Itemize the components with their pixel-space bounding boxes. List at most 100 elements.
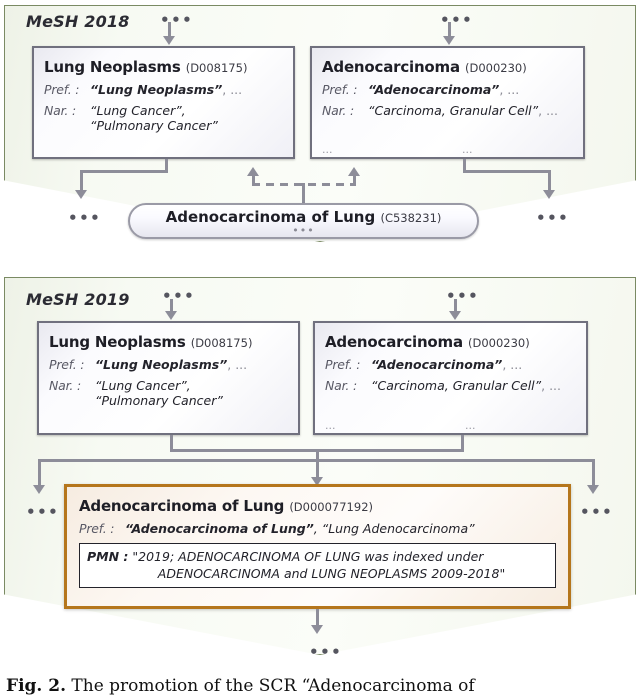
ellipsis-side-left-2018: ••• [68, 209, 102, 227]
nar-more-right: ... [462, 143, 473, 156]
pmn-line-2: ADENOCARCINOMA and LUNG NEOPLASMS 2009-2… [157, 566, 506, 581]
descriptor-heading: Adenocarcinoma (D000230) [322, 57, 573, 76]
descriptor-box-adenocarcinoma-2019[interactable]: Adenocarcinoma (D000230) Pref. : “Adenoc… [313, 321, 588, 435]
descriptor-id: (D000230) [467, 336, 530, 350]
nar-label: Nar. : [322, 103, 354, 118]
descriptor-heading: Lung Neoplasms (D008175) [49, 332, 288, 351]
pref-value-second: , “Lung Adenocarcinoma” [313, 521, 475, 536]
nar-more-left: ... [325, 419, 336, 432]
promoted-descriptor-box-adenocarcinoma-of-lung[interactable]: Adenocarcinoma of Lung (D000077192) Pref… [64, 484, 571, 609]
connector-top-left-2019 [170, 299, 173, 313]
pref-value: “Lung Neoplasms” [90, 82, 223, 97]
descriptor-box-adenocarcinoma-2018[interactable]: Adenocarcinoma (D000230) Pref. : “Adenoc… [310, 46, 585, 159]
connector-top-right-2019 [454, 299, 457, 313]
pmn-line-1: PMN : "2019; ADENOCARCINOMA OF LUNG was … [87, 549, 548, 564]
arrowhead-top-left-2019 [165, 311, 177, 320]
nar-value: “Lung Cancer”, [95, 378, 191, 393]
descriptor-term: Lung Neoplasms [44, 58, 181, 76]
pref-value: “Adenocarcinoma” [371, 357, 503, 372]
nar-more-left: ... [322, 143, 333, 156]
descriptor-id: (D008175) [190, 336, 253, 350]
pref-value: “Lung Neoplasms” [95, 357, 228, 372]
ellipsis-top-left-2019: ••• [162, 287, 196, 305]
pmn-text-1: "2019; ADENOCARCINOMA OF LUNG was indexe… [132, 549, 484, 564]
dashed-link-stub-right [353, 176, 356, 185]
connector-ln-down-2018 [165, 159, 168, 173]
scr-pill-adenocarcinoma-of-lung-2018[interactable]: Adenocarcinoma of Lung (C538231) ••• [128, 203, 479, 239]
scr-heading: Adenocarcinoma of Lung (C538231) [166, 208, 442, 226]
ellipsis-top-left-2018: ••• [160, 11, 194, 29]
dashed-link-stub-left [252, 176, 255, 185]
promoted-id: (D000077192) [289, 500, 373, 514]
ellipsis-top-right-2019: ••• [446, 287, 480, 305]
descriptor-box-lung-neoplasms-2018[interactable]: Lung Neoplasms (D008175) Pref. : “Lung N… [32, 46, 295, 159]
nar-label: Nar. : [49, 378, 81, 393]
descriptor-box-lung-neoplasms-2019[interactable]: Lung Neoplasms (D008175) Pref. : “Lung N… [37, 321, 300, 435]
pref-label: Pref. : [44, 82, 80, 97]
nar-value: “Carcinoma, Granular Cell” [371, 378, 542, 393]
ellipsis-side-right-2019: ••• [580, 503, 614, 521]
pref-label: Pref. : [325, 357, 361, 372]
descriptor-term: Adenocarcinoma [322, 58, 460, 76]
pref-continuation: , ... [222, 82, 243, 97]
connector-ad-horiz-2018 [463, 170, 551, 173]
nar-value-second: “Pulmonary Cancer” [95, 393, 223, 408]
promoted-pref-row: Pref. : “Adenocarcinoma of Lung”, “Lung … [79, 521, 556, 536]
nar-row: Nar. : “Carcinoma, Granular Cell”, ... [325, 378, 576, 393]
connector-ad-down-2019 [461, 435, 464, 451]
pmn-label: PMN : [87, 549, 129, 564]
pref-value: “Adenocarcinoma of Lung” [125, 521, 314, 536]
ellipsis-side-right-2018: ••• [536, 209, 570, 227]
pref-continuation: , ... [499, 82, 520, 97]
connector-ln-left-down-2018 [80, 170, 83, 192]
nar-value-second: “Pulmonary Cancer” [90, 118, 218, 133]
descriptor-term: Lung Neoplasms [49, 333, 186, 351]
nar-value: “Carcinoma, Granular Cell” [368, 103, 539, 118]
descriptor-heading: Lung Neoplasms (D008175) [44, 57, 283, 76]
nar-value: “Lung Cancer”, [90, 103, 186, 118]
scr-ellipsis: ••• [292, 224, 315, 237]
connector-top-left-2018 [168, 22, 171, 38]
pref-label: Pref. : [49, 357, 85, 372]
panel-title-2018: MeSH 2018 [26, 12, 130, 31]
figure-caption: Fig. 2. The promotion of the SCR “Adenoc… [6, 676, 634, 698]
descriptor-id: (D008175) [185, 61, 248, 75]
pref-label: Pref. : [322, 82, 358, 97]
panel-title-2019: MeSH 2019 [26, 290, 130, 309]
ellipsis-side-left-2019: ••• [26, 503, 60, 521]
arrowhead-top-right-2019 [449, 311, 461, 320]
nar-row: Nar. : “Carcinoma, Granular Cell”, ... [322, 103, 573, 118]
pref-row: Pref. : “Lung Neoplasms”, ... [44, 82, 283, 97]
arrowhead-up-right-2018 [348, 167, 360, 176]
connector-left-down-2019 [38, 459, 41, 487]
nar-continuation: , ... [538, 103, 558, 118]
arrowhead-top-right-2018 [443, 36, 455, 45]
arrowhead-left-2018 [75, 190, 87, 199]
descriptor-id: (D000230) [464, 61, 527, 75]
nar-continuation: , ... [541, 378, 561, 393]
nar-row: Nar. : “Lung Cancer”, [49, 378, 288, 393]
connector-promoted-down [316, 609, 319, 627]
descriptor-term: Adenocarcinoma [325, 333, 463, 351]
dashed-link-stem-2018 [302, 183, 305, 204]
nar-row: Nar. : “Lung Cancer”, [44, 103, 283, 118]
pref-label: Pref. : [79, 521, 115, 536]
arrowhead-right-2019 [587, 485, 599, 494]
nar-more-right: ... [465, 419, 476, 432]
arrowhead-center-2019 [311, 477, 323, 486]
ellipsis-bottom-2019: ••• [309, 643, 343, 661]
nar-label: Nar. : [325, 378, 357, 393]
scr-term: Adenocarcinoma of Lung [165, 208, 376, 226]
pref-row: Pref. : “Adenocarcinoma”, ... [325, 357, 576, 372]
scr-id: (C538231) [380, 211, 442, 225]
pmn-note-box: PMN : "2019; ADENOCARCINOMA OF LUNG was … [79, 543, 556, 588]
connector-ln-down-2019 [170, 435, 173, 451]
arrowhead-bottom-2019 [311, 625, 323, 634]
pref-continuation: , ... [502, 357, 523, 372]
arrowhead-right-2018 [543, 190, 555, 199]
pref-value: “Adenocarcinoma” [368, 82, 500, 97]
connector-right-down-2019 [592, 459, 595, 487]
figure-caption-label: Fig. 2. [6, 676, 66, 696]
promoted-heading: Adenocarcinoma of Lung (D000077192) [79, 496, 556, 515]
connector-ln-horiz-2018 [80, 170, 168, 173]
